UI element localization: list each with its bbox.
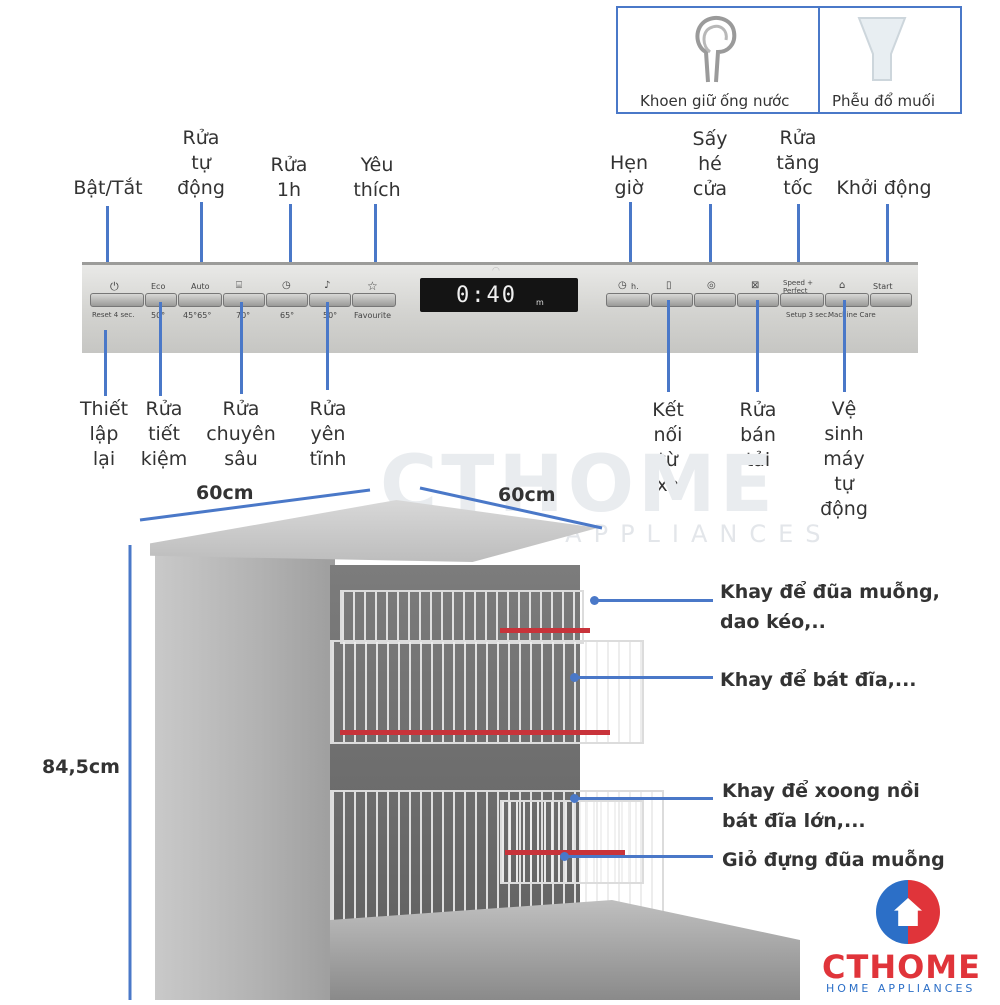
label-reset: Thiết lập lại: [79, 398, 129, 470]
callout-line-half-load: [756, 300, 759, 392]
label-auto-wash: Rửa tự động: [177, 127, 225, 199]
accessories-box: [616, 6, 962, 114]
water-hose-ring-label: Khoen giữ ống nước: [640, 92, 790, 110]
temp-auto-text: 45°65°: [183, 311, 212, 320]
display-suffix: m: [536, 298, 544, 307]
timer-h-text: h.: [631, 282, 639, 291]
favourite-text: Favourite: [354, 311, 392, 320]
callout-line-cutlery-tray: [595, 599, 713, 602]
callout-line-pot-rack: [575, 797, 713, 800]
label-door-dry: Sấy hé cửa: [692, 128, 728, 200]
machine-care-button[interactable]: [825, 293, 869, 307]
intensive-icon: ⌸: [236, 280, 242, 291]
half-load-icon: ⊠: [751, 280, 760, 291]
remote-connect-icon: ▯: [666, 280, 672, 291]
callout-line-eco: [159, 302, 162, 396]
one-hour-button[interactable]: [266, 293, 308, 307]
label-machine-care: Vệ sinh máy tự động: [820, 398, 868, 520]
timer-clock-icon: ◷: [618, 280, 627, 291]
favourite-button[interactable]: [352, 293, 396, 307]
callout-line-remote: [667, 300, 670, 392]
temp-50-text: 50°: [151, 311, 165, 320]
machine-care-icon: ⌂: [839, 280, 846, 291]
rack-red-trim-2: [340, 730, 610, 735]
salt-funnel-label: Phễu đổ muối: [832, 92, 935, 110]
callout-line-timer: [629, 202, 632, 274]
upper-dish-rack: [330, 640, 644, 744]
reset-text: Reset 4 sec.: [92, 311, 135, 319]
speed-perfect-button[interactable]: [780, 293, 824, 307]
label-pot-rack: Khay để xoong nồi bát đĩa lớn,...: [722, 780, 920, 832]
label-timer: Hẹn giờ: [609, 152, 649, 199]
callout-dot-pot-rack: [570, 794, 579, 803]
label-one-hour: Rửa 1h: [270, 154, 308, 201]
label-eco: Rửa tiết kiệm: [140, 398, 188, 470]
brand-tagline: HOME APPLIANCES: [826, 982, 976, 995]
one-hour-icon: ◷: [282, 280, 291, 291]
label-intensive: Rửa chuyên sâu: [206, 398, 276, 470]
callout-dot-cutlery-tray: [590, 596, 599, 605]
door-dry-button[interactable]: [694, 293, 736, 307]
remote-button[interactable]: [651, 293, 693, 307]
accessories-divider: [818, 6, 820, 114]
label-silent: Rửa yên tĩnh: [309, 398, 347, 470]
favourite-star-icon: ☆: [367, 279, 378, 293]
silent-icon: ♪: [324, 280, 331, 291]
start-button[interactable]: [870, 293, 912, 307]
callout-line-intensive: [240, 302, 243, 394]
rack-red-trim-1: [500, 628, 590, 633]
power-icon: ⏻: [110, 280, 119, 293]
dishwasher-body: [155, 545, 335, 1000]
callout-line-power: [106, 206, 109, 276]
callout-line-one-hour: [289, 204, 292, 274]
dimension-lines: [128, 486, 603, 1000]
time-display: [420, 278, 578, 312]
label-power: Bật/Tắt: [73, 177, 143, 199]
callout-line-silent: [326, 302, 329, 390]
label-remote: Kết nối từ xa: [652, 399, 684, 496]
speed-perfect-text: Speed + Perfect: [783, 279, 814, 295]
width-dimension: 60cm: [196, 482, 254, 504]
depth-dimension: 60cm: [498, 484, 556, 506]
temp-50b-text: 50°: [323, 311, 338, 320]
start-text: Start: [873, 282, 893, 291]
label-cutlery-basket: Giỏ đựng đũa muỗng: [722, 849, 945, 871]
machine-care-text: Machine Care: [828, 311, 876, 319]
eco-text: Eco: [151, 282, 166, 291]
callout-dot-cutlery-basket: [560, 852, 569, 861]
water-hose-ring-icon: [695, 15, 737, 83]
height-dimension: 84,5cm: [42, 756, 120, 778]
silent-button[interactable]: [309, 293, 351, 307]
label-cutlery-tray: Khay để đũa muỗng, dao kéo,..: [720, 581, 940, 633]
label-dish-rack: Khay để bát đĩa,...: [720, 669, 917, 691]
setup-text: Setup 3 sec.: [786, 311, 830, 319]
auto-text: Auto: [191, 282, 210, 291]
callout-line-door-dry: [709, 204, 712, 274]
auto-button[interactable]: [178, 293, 222, 307]
wifi-icon: ◠: [492, 266, 500, 276]
label-start: Khởi động: [836, 177, 932, 199]
callout-line-favourite: [374, 204, 377, 274]
callout-line-auto: [200, 202, 203, 274]
intensive-button[interactable]: [223, 293, 265, 307]
label-speed-perfect: Rửa tăng tốc: [776, 127, 820, 199]
temp-70-text: 70°: [236, 311, 251, 320]
temp-65-text: 65°: [280, 311, 295, 320]
brand-name: CTHOME: [822, 948, 981, 986]
callout-line-machine-care: [843, 300, 846, 392]
power-button[interactable]: [90, 293, 144, 307]
salt-funnel-icon: [857, 17, 907, 81]
callout-line-start: [886, 204, 889, 276]
label-half-load: Rửa bán tải: [739, 399, 777, 471]
callout-line-speed: [797, 204, 800, 274]
timer-button[interactable]: [606, 293, 650, 307]
door-dry-icon: ◎: [707, 280, 716, 291]
display-readout: 0:40: [456, 283, 517, 308]
callout-line-dish-rack: [575, 676, 713, 679]
label-favourite: Yêu thích: [353, 154, 401, 201]
callout-line-cutlery-basket: [565, 855, 713, 858]
callout-dot-dish-rack: [570, 673, 579, 682]
callout-line-reset: [104, 330, 107, 396]
